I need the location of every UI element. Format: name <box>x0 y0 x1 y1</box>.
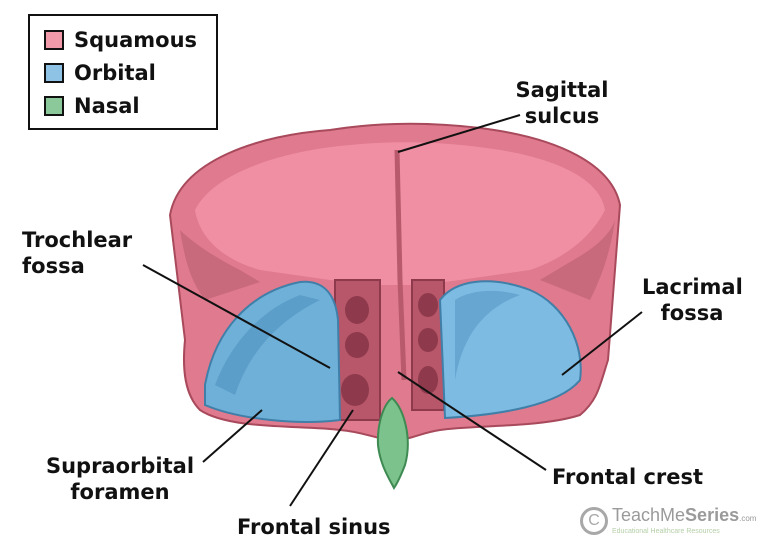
label-line: Trochlear <box>22 228 133 252</box>
legend: Squamous Orbital Nasal <box>28 14 218 130</box>
label-line: foramen <box>70 480 170 504</box>
squamous-swatch <box>44 30 64 50</box>
legend-label: Orbital <box>74 61 156 85</box>
watermark-name: TeachMeSeries.com <box>612 506 756 528</box>
leader-lacrimal-fossa <box>561 311 643 376</box>
nasal-part <box>376 396 409 490</box>
watermark-tagline: Educational Healthcare Resources <box>612 528 720 535</box>
label-frontal-crest: Frontal crest <box>552 465 704 489</box>
frontal-crest-ridge <box>394 149 407 381</box>
label-trochlear-fossa: Trochlear fossa <box>22 227 132 279</box>
leader-frontal-sinus <box>289 409 354 507</box>
orbital-swatch <box>44 63 64 83</box>
label-supraorbital-foramen: Supraorbital foramen <box>40 453 200 505</box>
teachmeseries-watermark: C TeachMeSeries.com Educational Healthca… <box>580 506 756 535</box>
label-line: fossa <box>660 301 724 325</box>
leader-frontal-crest <box>397 371 547 471</box>
nasal-swatch <box>44 96 64 116</box>
label-lacrimal-fossa: Lacrimal fossa <box>642 274 743 326</box>
copyright-logo-icon: C <box>580 506 608 535</box>
label-line: fossa <box>22 254 85 278</box>
label-line: Supraorbital <box>45 454 195 478</box>
leader-supraorbital-foramen <box>202 409 263 463</box>
orbital-shading <box>455 290 520 380</box>
leader-sagittal-sulcus <box>397 114 521 153</box>
legend-label: Nasal <box>74 94 140 118</box>
legend-label: Squamous <box>74 28 198 52</box>
label-frontal-sinus: Frontal sinus <box>237 515 391 539</box>
watermark-name-bold: Series <box>685 505 740 525</box>
watermark-name-light: TeachMe <box>612 505 686 525</box>
sinus-cells <box>341 293 438 406</box>
label-line: Sagittal <box>515 78 609 102</box>
label-line: sulcus <box>524 104 600 128</box>
label-sagittal-sulcus: Sagittal sulcus <box>512 77 612 129</box>
legend-item-squamous: Squamous <box>44 28 197 52</box>
leader-trochlear-fossa <box>142 264 331 369</box>
legend-item-nasal: Nasal <box>44 94 140 118</box>
orbital-shading <box>215 295 320 395</box>
inner-rim-shading <box>540 220 615 300</box>
label-line: Lacrimal <box>642 275 743 299</box>
legend-item-orbital: Orbital <box>44 61 156 85</box>
inner-rim-shading <box>180 230 260 300</box>
watermark-suffix: .com <box>739 514 757 523</box>
